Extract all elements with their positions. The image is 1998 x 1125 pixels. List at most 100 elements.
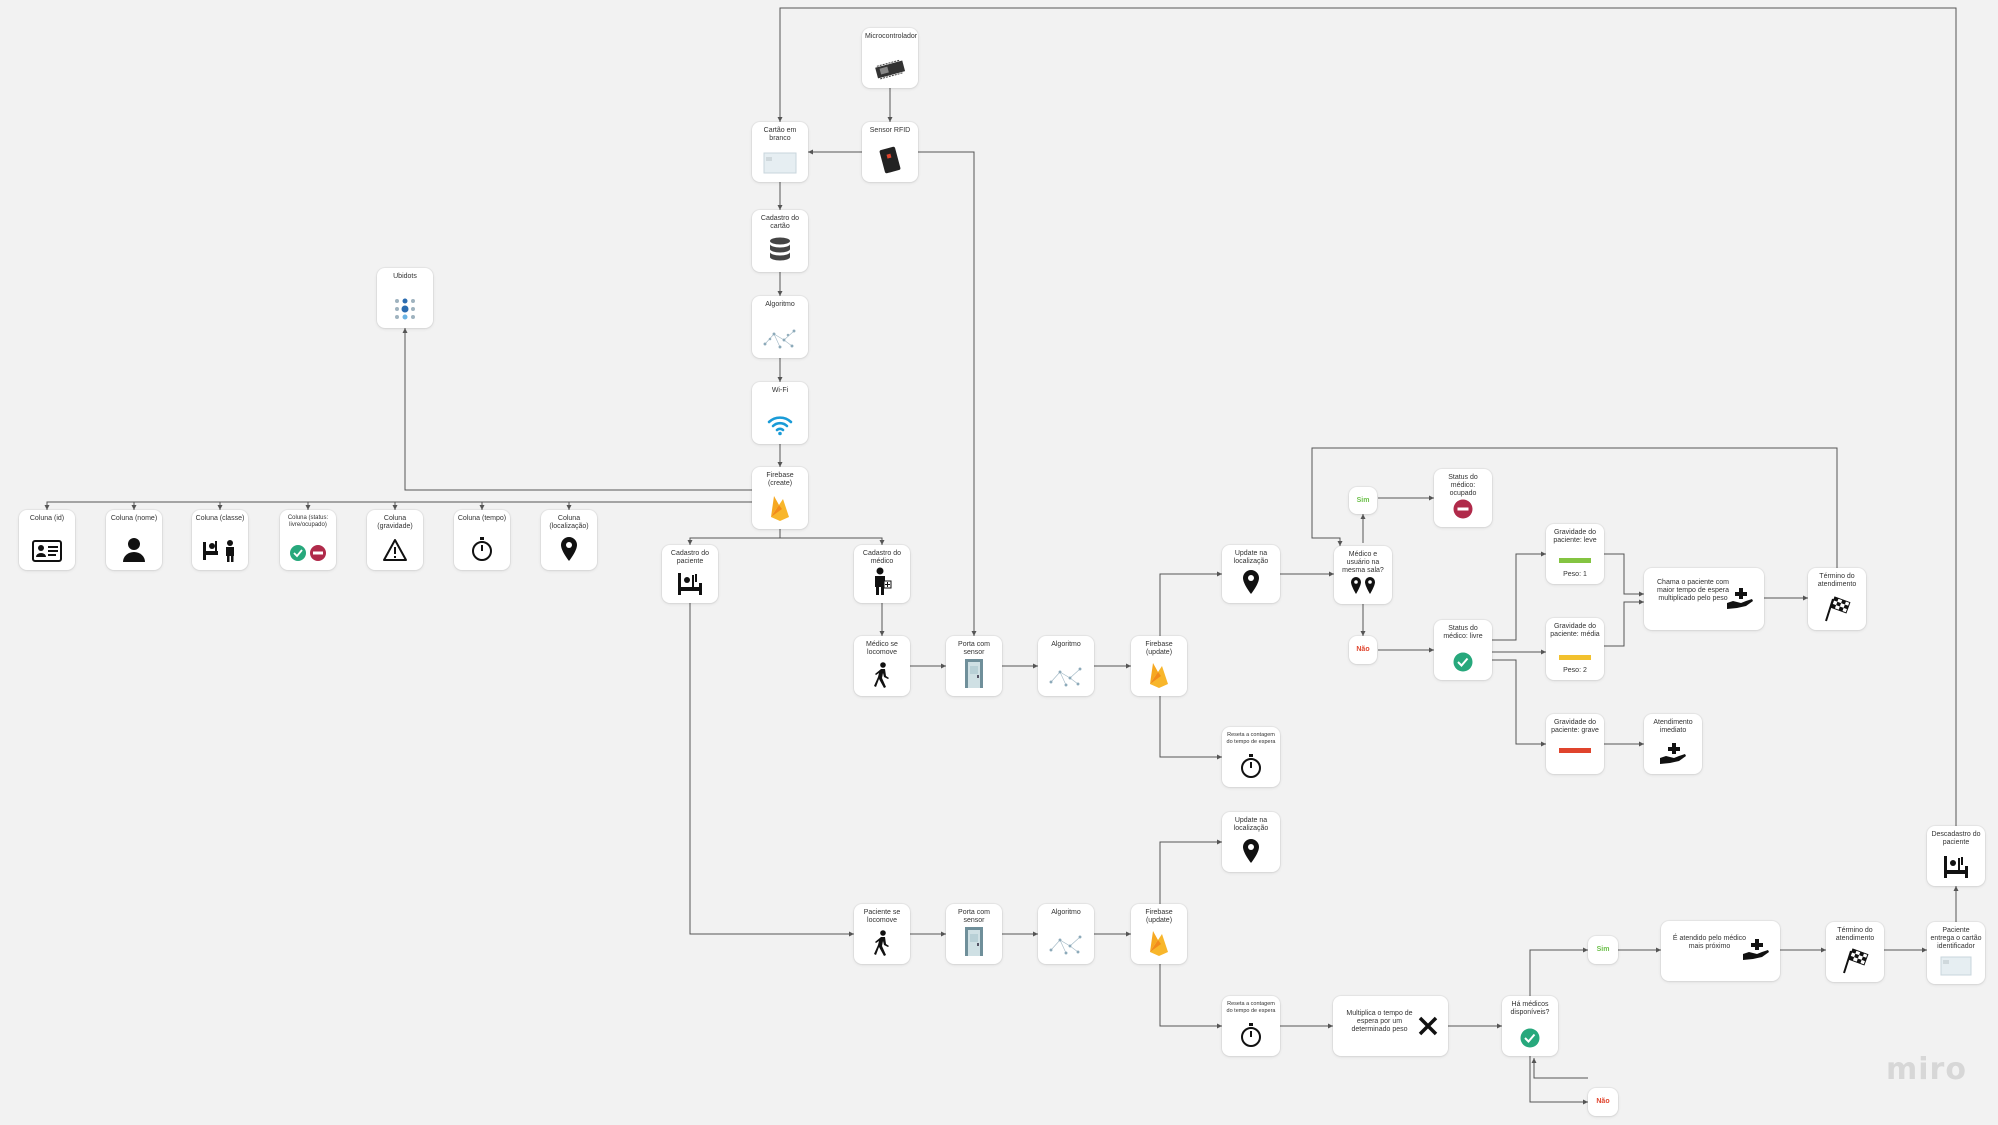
edge-unreg-card [777, 7, 1957, 826]
node-algorithm-2[interactable]: Algoritmo [1038, 636, 1094, 696]
node-location-update-2[interactable]: Update na localização [1222, 812, 1280, 872]
node-col-classe[interactable]: Coluna (classe) [192, 510, 248, 570]
node-doctors-available[interactable]: Há médicos disponíveis? [1502, 996, 1558, 1056]
node-label: Sensor RFID [869, 127, 911, 134]
node-blank-card[interactable]: Cartão em branco [752, 122, 808, 182]
node-label: Paciente entrega o cartão identificador [1930, 927, 1982, 950]
node-door-sensor-1[interactable]: Porta com sensor [946, 636, 1002, 696]
node-label: Update na localização [1233, 817, 1269, 832]
node-col-localizacao[interactable]: Coluna (localização) [541, 510, 597, 570]
node-label: Porta com sensor [958, 641, 990, 656]
edge-media-call [1604, 599, 1644, 647]
node-col-gravidade[interactable]: Coluna (gravidade) [367, 510, 423, 570]
node-label: Descadastro do paciente [1931, 831, 1981, 846]
node-call-patient[interactable]: Chama o paciente com maior tempo de espe… [1644, 568, 1764, 630]
node-location-update-1[interactable]: Update na localização [1222, 545, 1280, 603]
node-firebase-update-2[interactable]: Firebase (update) [1131, 904, 1187, 964]
miro-watermark: miro [1886, 1052, 1967, 1087]
node-label: Chama o paciente com maior tempo de espe… [1657, 579, 1729, 602]
node-doctor-registration[interactable]: Cadastro do médico [854, 545, 910, 603]
node-firebase-create[interactable]: Firebase (create) [752, 467, 808, 529]
node-col-nome[interactable]: Coluna (nome) [106, 510, 162, 570]
patient-bed-icon [1944, 856, 1968, 878]
walking-icon [874, 662, 889, 688]
node-served-nearest[interactable]: É atendido pelo médico mais próximo [1661, 921, 1780, 981]
node-wifi[interactable]: Wi-Fi [752, 382, 808, 444]
node-status-busy[interactable]: Status do médico: ocupado [1434, 469, 1492, 527]
node-label: Porta com sensor [958, 909, 990, 924]
node-immediate-care[interactable]: Atendimento imediato [1644, 714, 1702, 774]
sim-label-2: Sim [1588, 936, 1618, 964]
node-gravity-media[interactable]: Gravidade do paciente: média Peso: 2 [1546, 618, 1604, 680]
node-door-sensor-2[interactable]: Porta com sensor [946, 904, 1002, 964]
node-label: Há médicos disponíveis? [1510, 1001, 1550, 1016]
node-rfid-sensor[interactable]: Sensor RFID [862, 122, 918, 182]
busy-status-icon [1453, 499, 1473, 519]
firebase-icon [771, 496, 789, 521]
two-pins-icon [1351, 577, 1375, 594]
patient-and-doctor-icon [203, 540, 234, 562]
node-gravity-leve[interactable]: Gravidade do paciente: leve Peso: 1 [1546, 524, 1604, 584]
node-col-tempo[interactable]: Coluna (tempo) [454, 510, 510, 570]
node-gravity-grave[interactable]: Gravidade do paciente: grave [1546, 714, 1604, 774]
ubidots-icon [395, 298, 415, 320]
edge-free-grave [1491, 659, 1546, 747]
finish-flag-icon [1825, 596, 1851, 622]
location-pin-icon [561, 537, 577, 561]
node-label: É atendido pelo médico mais próximo [1672, 935, 1747, 950]
location-pin-icon [1243, 839, 1259, 863]
node-label: Coluna (id) [29, 515, 65, 522]
stopwatch-icon [472, 537, 492, 561]
node-reset-timer-2[interactable]: Reseta a contagem do tempo de espera [1222, 996, 1280, 1056]
edge-fb-ubidots [402, 328, 752, 491]
node-patient-unregistration[interactable]: Descadastro do paciente [1927, 826, 1985, 886]
node-doctor-moves[interactable]: Médico se locomove [854, 636, 910, 696]
network-graph-icon [763, 329, 796, 349]
node-card-registration[interactable]: Cadastro do cartão [752, 210, 808, 272]
peso-label: Peso: 2 [1563, 667, 1587, 674]
walking-icon [874, 930, 889, 956]
node-label: Coluna (nome) [110, 515, 158, 522]
finish-flag-icon [1843, 948, 1869, 974]
node-microcontroller[interactable]: Microcontrolador [862, 28, 918, 88]
node-label: Paciente se locomove [863, 909, 901, 924]
node-label: Médico se locomove [866, 641, 898, 656]
node-label: Término do atendimento [1817, 573, 1857, 588]
node-col-status[interactable]: Coluna (status: livre/ocupado) [280, 510, 336, 570]
node-label: Firebase (create) [766, 472, 794, 487]
node-end-care-1[interactable]: Término do atendimento [1808, 568, 1866, 630]
node-algorithm-3[interactable]: Algoritmo [1038, 904, 1094, 964]
care-hand-icon [1727, 588, 1753, 609]
node-ubidots[interactable]: Ubidots [377, 268, 433, 328]
node-patient-moves[interactable]: Paciente se locomove [854, 904, 910, 964]
node-algorithm-1[interactable]: Algoritmo [752, 296, 808, 358]
database-icon [770, 237, 790, 261]
node-deliver-card[interactable]: Paciente entrega o cartão identificador [1927, 922, 1985, 984]
blank-card-icon [1940, 956, 1972, 976]
free-status-icon [1453, 652, 1473, 672]
node-label: Gravidade do paciente: grave [1551, 719, 1599, 734]
sim-label-1: Sim [1349, 487, 1377, 514]
node-reset-timer-1[interactable]: Reseta a contagem do tempo de espera [1222, 727, 1280, 787]
peso-label: Peso: 1 [1563, 571, 1587, 578]
nao-label-2: Não [1588, 1088, 1618, 1116]
edge-fb2-loc [1159, 839, 1222, 904]
node-end-care-2[interactable]: Término do atendimento [1826, 922, 1884, 982]
node-status-free[interactable]: Status do médico: livre [1434, 620, 1492, 680]
id-card-icon [32, 540, 62, 562]
edge-free-leve [1491, 551, 1546, 641]
node-patient-registration[interactable]: Cadastro do paciente [662, 545, 718, 603]
firebase-icon [1150, 931, 1168, 956]
edge-nao-loop [1531, 1058, 1588, 1079]
node-same-room[interactable]: Médico e usuário na mesma sala? [1334, 546, 1392, 604]
node-multiply-weight[interactable]: Multiplica o tempo de espera por um dete… [1333, 996, 1448, 1056]
rfid-reader-icon [879, 146, 901, 174]
node-label: Gravidade do paciente: leve [1553, 529, 1597, 544]
edge-rfid-door [918, 151, 977, 636]
node-label: Status do médico: livre [1443, 625, 1483, 640]
node-firebase-update-1[interactable]: Firebase (update) [1131, 636, 1187, 696]
node-label: Cadastro do cartão [760, 215, 800, 230]
node-col-id[interactable]: Coluna (id) [19, 510, 75, 570]
edge-fb2-reset [1159, 964, 1222, 1029]
node-label: Reseta a contagem do tempo de espera [1226, 732, 1276, 745]
